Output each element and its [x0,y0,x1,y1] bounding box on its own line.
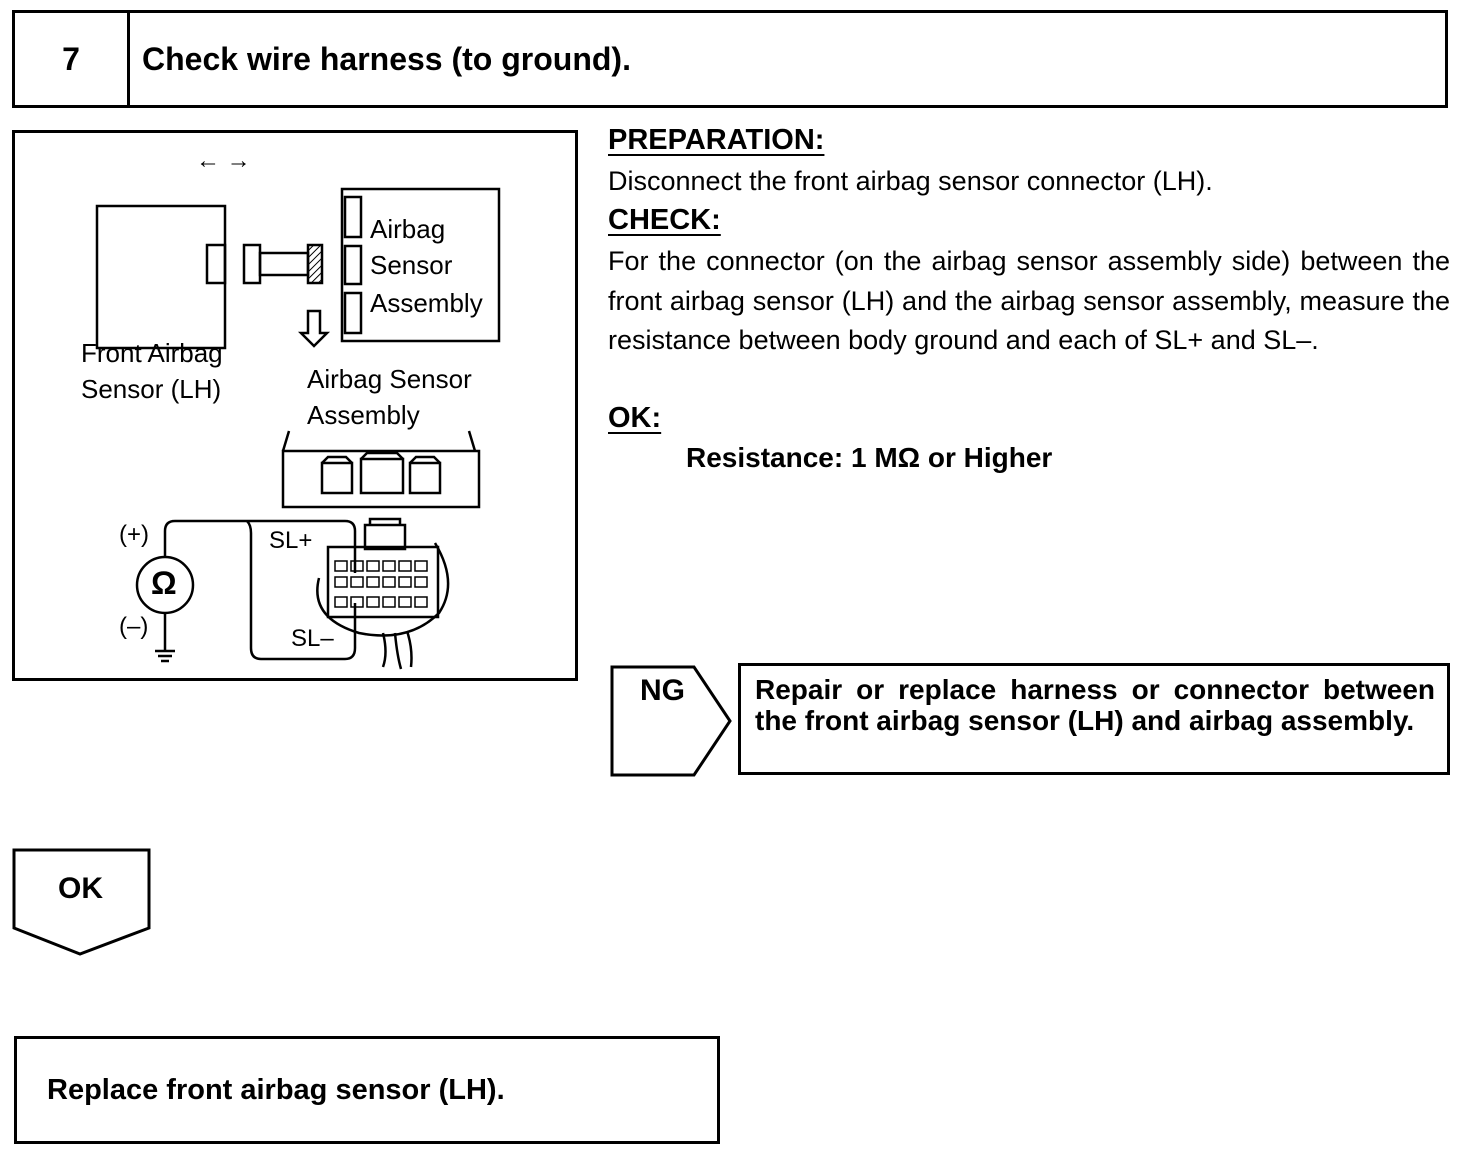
arrows-symbol: ← → [196,147,251,174]
assembly-label-1: Airbag Sensor [307,364,472,394]
preparation-text: Disconnect the front airbag sensor conne… [608,166,1213,196]
airbag-label-1: Airbag [370,214,446,244]
step-number: 7 [15,13,130,105]
check-heading: CHECK: [608,204,721,236]
preparation-heading: PREPARATION: [608,124,825,156]
final-action-box: Replace front airbag sensor (LH). [14,1036,720,1144]
check-text: For the connector (on the airbag sensor … [608,246,1450,355]
airbag-label-2: Sensor [370,250,453,280]
ng-arrow-shape [610,665,732,777]
airbag-sensor-assembly-shape [340,187,501,343]
ok-heading: OK: [608,402,662,434]
ng-action-box: Repair or replace harness or connector b… [738,663,1450,775]
ok-spec-text: Resistance: 1 MΩ or Higher [686,442,1053,473]
airbag-label-3: Assembly [370,288,483,318]
front-sensor-label-1: Front Airbag [81,338,223,368]
plus-label: (+) [119,521,149,548]
ok-label: OK [58,872,103,905]
ohm-icon: Ω [151,565,177,601]
step-header: 7 Check wire harness (to ground). [12,10,1448,108]
ok-arrow-shape [12,848,151,956]
sl-plus-label: SL+ [269,527,313,554]
minus-label: (–) [119,613,149,640]
step-title: Check wire harness (to ground). [142,40,631,77]
ng-label: NG [640,674,685,707]
sl-minus-label: SL– [291,625,334,652]
assembly-label-2: Assembly [307,400,420,430]
front-sensor-label-2: Sensor (LH) [81,374,222,404]
diagram-drawing [95,187,501,670]
wiring-diagram: ← → Airbag Sensor Assembly Front Airbag … [12,130,578,681]
